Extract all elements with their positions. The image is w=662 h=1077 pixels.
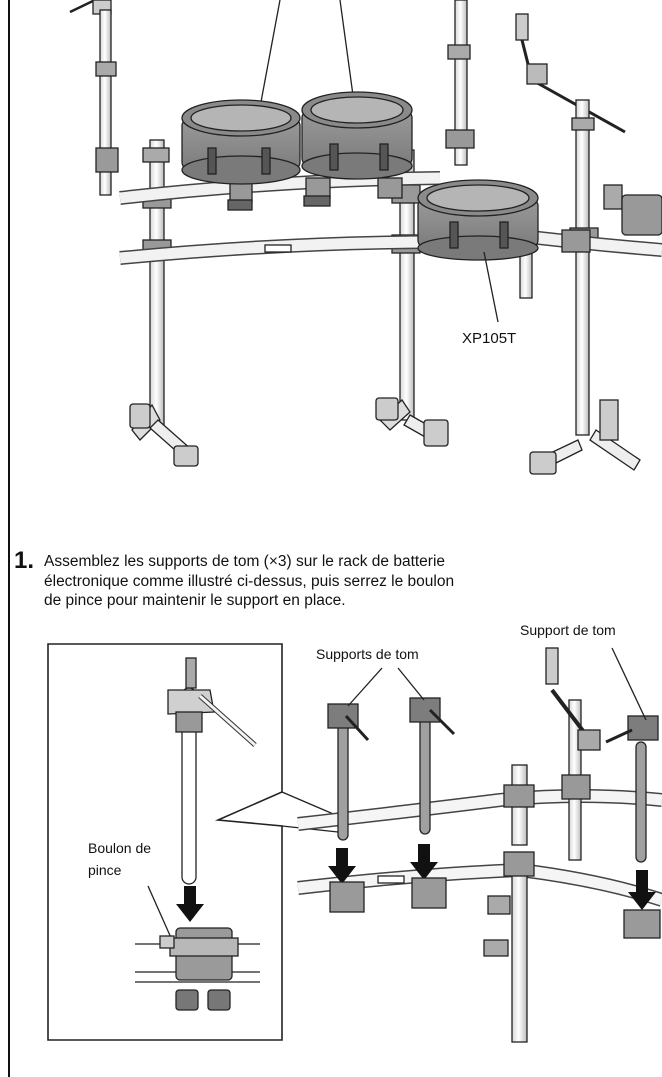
tom-pad [301,91,413,180]
callout-line [483,251,499,323]
boulon-label-line2: pince [88,862,122,878]
pad-model-label: XP105T [462,330,517,347]
arrow-down-icon [328,844,656,910]
step-line: Assemblez les supports de tom (×3) sur l… [44,553,446,570]
callout-line [347,667,383,707]
step-instructions: Assemblez les supports de tom (×3) sur l… [44,552,656,611]
tom-holder-assembly-illustration [47,643,662,1043]
arrow-down-icon [176,886,204,922]
tom-pad-xp105t [417,179,539,261]
support-de-tom-label: Support de tom [520,622,616,638]
callout-line [397,667,425,701]
page-border [8,0,10,1077]
tom-holder [605,715,659,863]
callout-line [611,647,647,721]
callout-line [147,885,173,941]
tom-pad [181,99,301,185]
callout-line [257,0,281,119]
boulon-label-line1: Boulon de [88,840,152,856]
supports-de-tom-label: Supports de tom [316,646,419,662]
tom-holder [327,703,370,841]
step-number: 1. [14,547,35,574]
drum-rack-illustration [69,0,662,475]
step-line: de pince pour maintenir le support en pl… [44,592,346,609]
step-line: électronique comme illustré ci-dessus, p… [44,572,455,590]
tom-holder [409,697,456,835]
